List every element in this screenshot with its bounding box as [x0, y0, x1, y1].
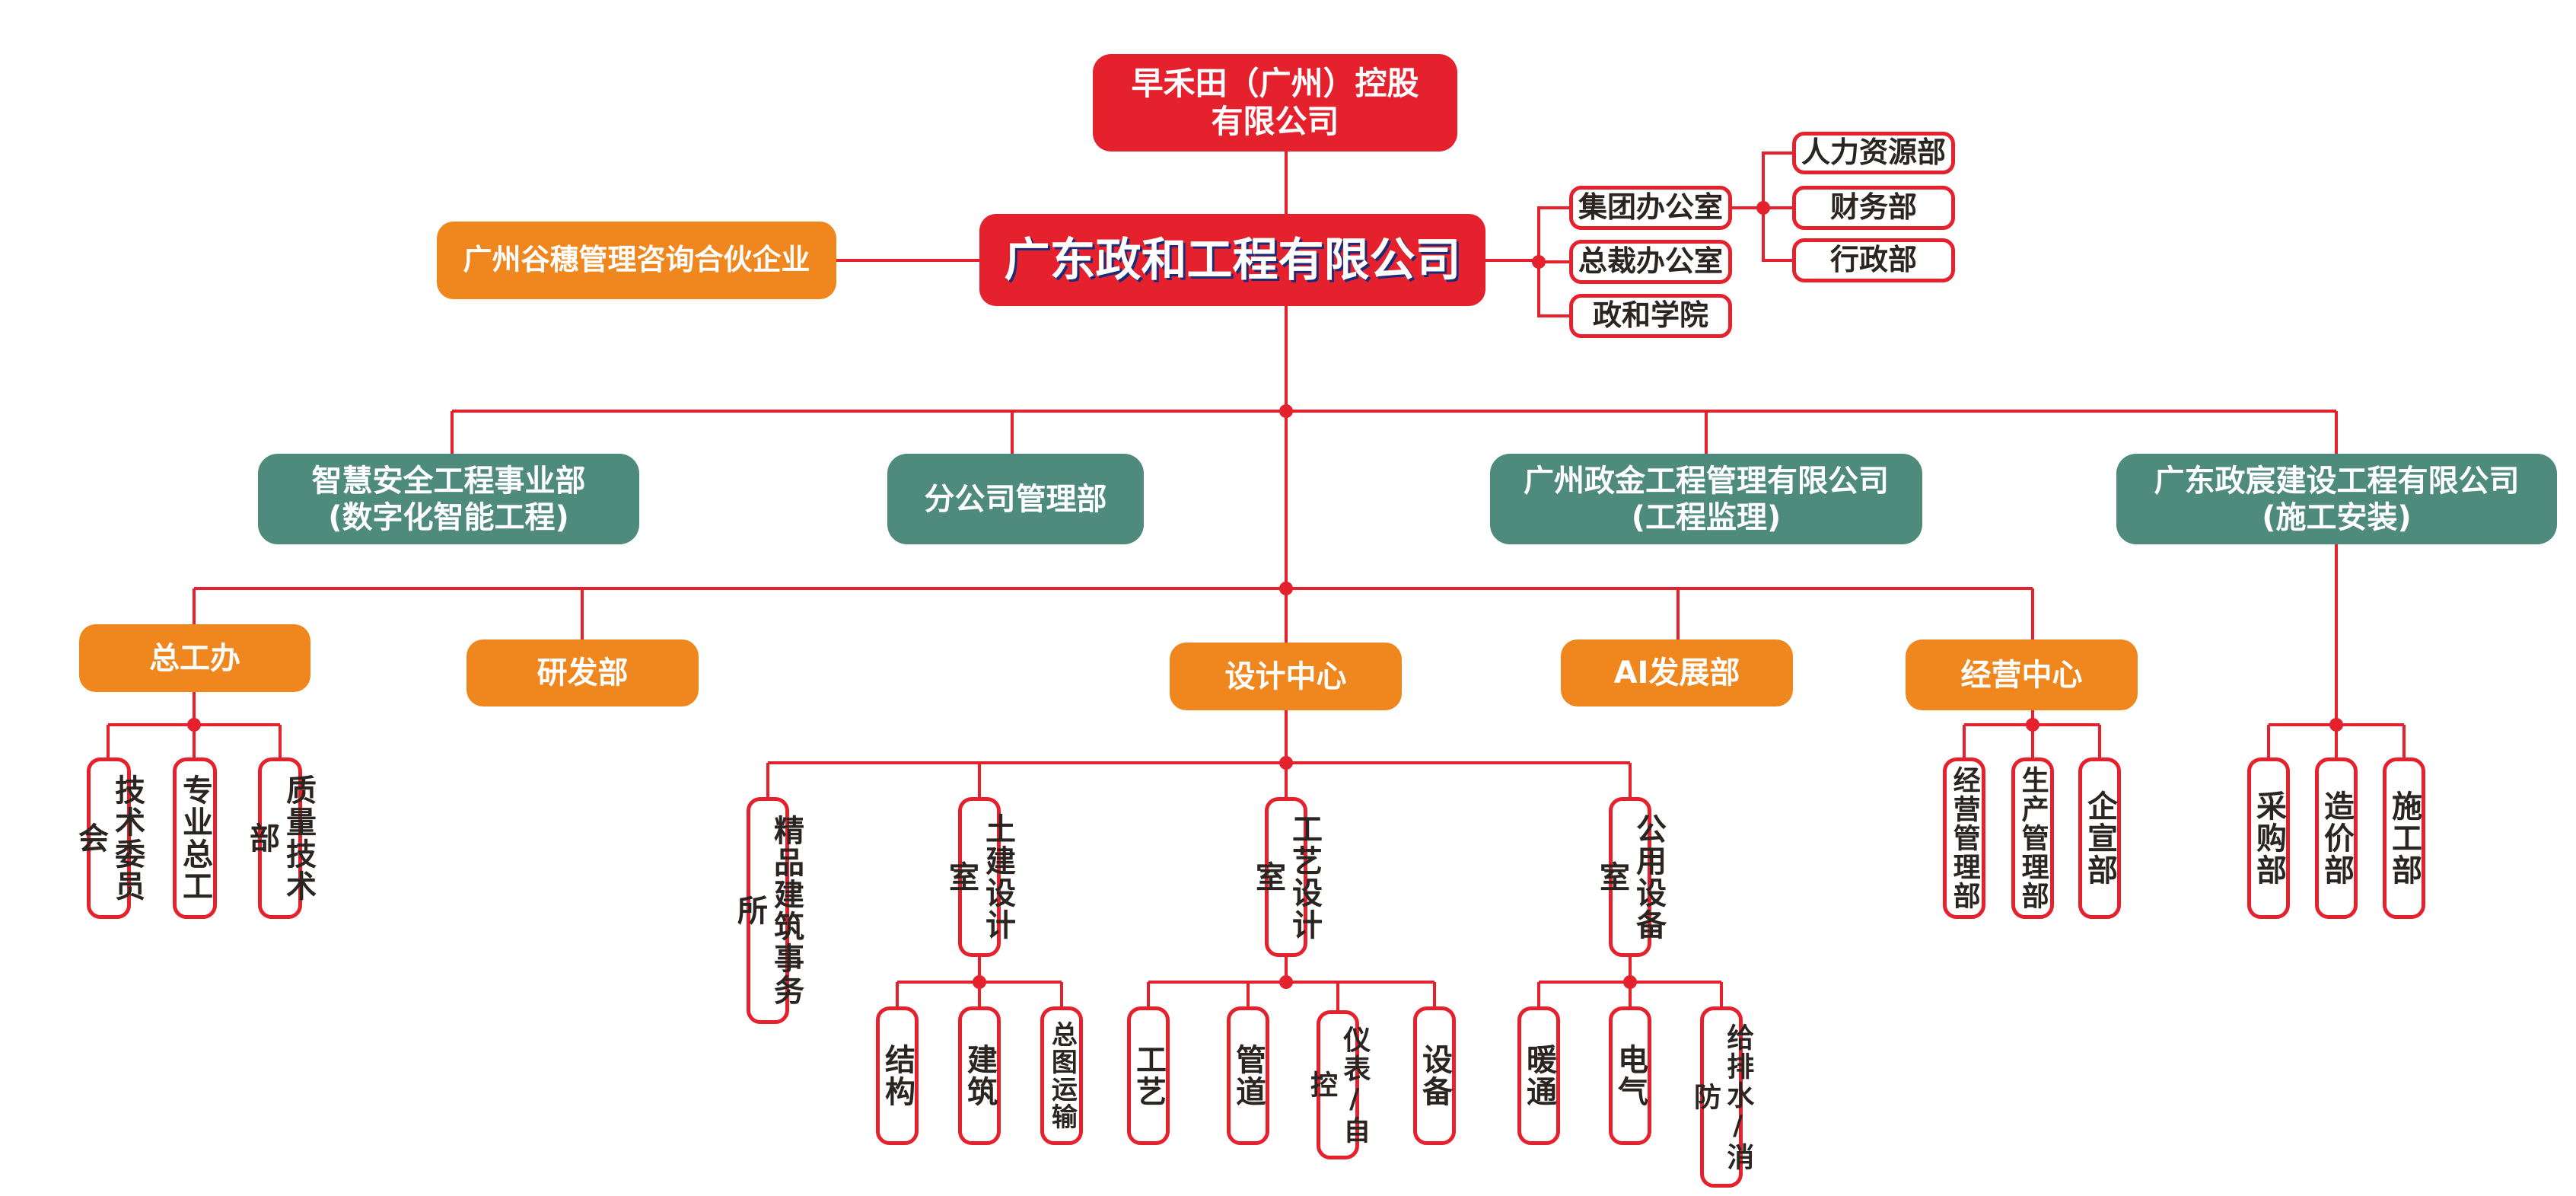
- business-unit-zhengjin[interactable]: 广州政金工程管理有限公司 (工程监理): [1490, 454, 1922, 544]
- center-label: 研发部: [537, 655, 629, 690]
- leaf-label: 工艺设计室: [1250, 813, 1322, 941]
- office-label: 总裁办公室: [1578, 244, 1723, 279]
- office-group-office[interactable]: 集团办公室: [1569, 186, 1732, 230]
- leaf-label: 专业总工: [177, 774, 212, 902]
- junction-dot: [2026, 718, 2039, 732]
- process-equipment[interactable]: 设备: [1413, 1006, 1456, 1145]
- junction-dot: [1279, 404, 1293, 418]
- center-label: 设计中心: [1224, 659, 1347, 694]
- leaf-label: 技术委员会: [73, 774, 145, 902]
- partner-label: 广州谷穗管理咨询合伙企业: [463, 243, 810, 277]
- dept-label: 财务部: [1829, 190, 1917, 225]
- leaf-label: 质量技术部: [244, 774, 316, 902]
- holding-company-line2: 有限公司: [1211, 103, 1339, 140]
- junction-dot: [2329, 718, 2343, 732]
- junction-dot: [187, 718, 201, 732]
- office-label: 集团办公室: [1578, 190, 1723, 225]
- process-technology[interactable]: 工艺: [1127, 1006, 1170, 1145]
- leaf-label: 管道: [1231, 1044, 1266, 1108]
- design-room-utilities[interactable]: 公用设备室: [1594, 797, 1666, 957]
- utilities-water-fire[interactable]: 给排水/消防: [1689, 1006, 1753, 1188]
- construction-procurement[interactable]: 采购部: [2247, 757, 2290, 919]
- utilities-electrical[interactable]: 电气: [1609, 1006, 1651, 1145]
- construction-execution[interactable]: 施工部: [2383, 757, 2425, 919]
- leaf-label: 暖通: [1521, 1044, 1556, 1108]
- business-unit-branch-mgmt[interactable]: 分公司管理部: [887, 454, 1144, 544]
- specialty-chief-engineer[interactable]: 专业总工: [173, 757, 217, 919]
- junction-dot: [1279, 756, 1293, 770]
- leaf-label: 给排水/消防: [1689, 1022, 1754, 1172]
- junction-dot: [1532, 255, 1546, 269]
- junction-dot: [973, 975, 986, 989]
- biz-publicity[interactable]: 企宣部: [2078, 757, 2121, 919]
- center-label: 总工办: [149, 640, 240, 676]
- leaf-label: 工艺: [1131, 1044, 1166, 1108]
- utilities-hvac[interactable]: 暖通: [1517, 1006, 1560, 1145]
- design-room-process[interactable]: 工艺设计室: [1250, 797, 1322, 957]
- leaf-label: 建筑: [962, 1044, 997, 1108]
- office-label: 政和学院: [1592, 298, 1708, 333]
- civil-structure[interactable]: 结构: [876, 1006, 919, 1145]
- design-room-boutique[interactable]: 精品建筑事务所: [732, 797, 804, 1024]
- tech-committee[interactable]: 技术委员会: [73, 757, 145, 919]
- leaf-label: 设备: [1417, 1044, 1452, 1108]
- center-label: AI发展部: [1613, 655, 1740, 690]
- dept-label: 人力资源部: [1801, 136, 1946, 170]
- design-room-civil[interactable]: 土建设计室: [944, 797, 1015, 957]
- business-unit-zhengchen[interactable]: 广东政宸建设工程有限公司 (施工安装): [2116, 454, 2557, 544]
- business-unit-line1: 智慧安全工程事业部: [311, 463, 586, 499]
- business-unit-line2: (施工安装): [2262, 499, 2412, 535]
- main-company-node[interactable]: 广东政和工程有限公司: [979, 214, 1485, 306]
- business-unit-line1: 分公司管理部: [924, 481, 1107, 517]
- center-business[interactable]: 经营中心: [1906, 639, 2138, 710]
- business-unit-line2: (数字化智能工程): [328, 499, 569, 535]
- holding-company-node[interactable]: 早禾田（广州）控股 有限公司: [1093, 54, 1457, 151]
- leaf-label: 经营管理部: [1948, 766, 1980, 911]
- junction-dot: [1756, 201, 1770, 215]
- leaf-label: 仪表/自控: [1306, 1025, 1371, 1145]
- office-president-office[interactable]: 总裁办公室: [1569, 240, 1732, 284]
- business-unit-line2: (工程监理): [1631, 499, 1782, 535]
- dept-finance[interactable]: 财务部: [1792, 186, 1955, 230]
- holding-company-line1: 早禾田（广州）控股: [1131, 64, 1419, 102]
- center-chief-engineer[interactable]: 总工办: [79, 624, 310, 692]
- junction-dot: [1623, 975, 1637, 989]
- center-ai[interactable]: AI发展部: [1561, 639, 1793, 706]
- center-rnd[interactable]: 研发部: [466, 639, 699, 706]
- dept-admin[interactable]: 行政部: [1792, 238, 1955, 282]
- leaf-label: 总图运输: [1046, 1021, 1078, 1131]
- main-company-label: 广东政和工程有限公司: [1004, 233, 1461, 287]
- dept-hr[interactable]: 人力资源部: [1792, 132, 1955, 174]
- leaf-label: 采购部: [2251, 790, 2286, 886]
- process-instrumentation[interactable]: 仪表/自控: [1306, 1010, 1370, 1159]
- construction-cost[interactable]: 造价部: [2315, 757, 2358, 919]
- business-unit-smart-safety[interactable]: 智慧安全工程事业部 (数字化智能工程): [258, 454, 639, 544]
- civil-general-layout[interactable]: 总图运输: [1040, 1006, 1083, 1145]
- business-unit-line1: 广州政金工程管理有限公司: [1524, 463, 1889, 499]
- business-unit-line1: 广东政宸建设工程有限公司: [2154, 463, 2520, 499]
- dept-label: 行政部: [1829, 243, 1917, 277]
- civil-architecture[interactable]: 建筑: [958, 1006, 1001, 1145]
- center-design[interactable]: 设计中心: [1170, 643, 1402, 710]
- leaf-label: 造价部: [2319, 790, 2354, 886]
- leaf-label: 电气: [1613, 1044, 1648, 1108]
- office-academy[interactable]: 政和学院: [1569, 294, 1732, 338]
- junction-dot: [1279, 975, 1293, 989]
- leaf-label: 公用设备室: [1594, 813, 1666, 941]
- biz-operations-mgmt[interactable]: 经营管理部: [1943, 757, 1985, 919]
- center-label: 经营中心: [1960, 657, 2083, 693]
- partner-node[interactable]: 广州谷穗管理咨询合伙企业: [437, 222, 836, 299]
- leaf-label: 施工部: [2387, 790, 2422, 886]
- quality-tech-dept[interactable]: 质量技术部: [244, 757, 316, 919]
- leaf-label: 土建设计室: [944, 813, 1015, 941]
- biz-production-mgmt[interactable]: 生产管理部: [2011, 757, 2054, 919]
- leaf-label: 结构: [880, 1044, 915, 1108]
- leaf-label: 生产管理部: [2017, 766, 2049, 911]
- leaf-label: 企宣部: [2082, 790, 2117, 886]
- leaf-label: 精品建筑事务所: [732, 815, 804, 1006]
- junction-dot: [1279, 582, 1293, 595]
- process-piping[interactable]: 管道: [1227, 1006, 1269, 1145]
